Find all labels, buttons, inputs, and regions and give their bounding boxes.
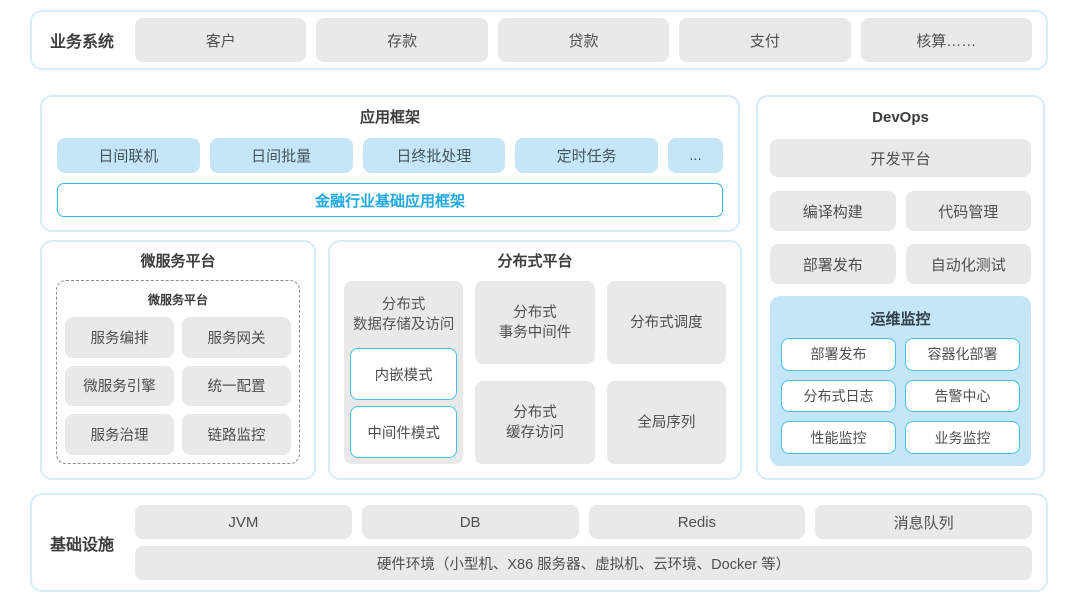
distributed-transaction-middleware: 分布式 事务中间件 <box>475 281 595 364</box>
monitor-performance: 性能监控 <box>781 421 896 454</box>
app-framework-modules: 日间联机 日间批量 日终批处理 定时任务 ... <box>57 138 723 173</box>
ops-monitoring-grid: 部署发布 容器化部署 分布式日志 告警中心 性能监控 业务监控 <box>781 338 1020 454</box>
devops-dev-platform: 开发平台 <box>770 139 1031 177</box>
monitor-deploy-release: 部署发布 <box>781 338 896 371</box>
monitor-business: 业务监控 <box>905 421 1020 454</box>
distributed-storage-label: 分布式 数据存储及访问 <box>352 296 455 333</box>
devops-tools-grid: 编译构建 代码管理 部署发布 自动化测试 <box>770 191 1031 284</box>
infra-item-redis: Redis <box>588 505 806 539</box>
microservice-platform-card: 微服务平台 微服务平台 服务编排 服务网关 微服务引擎 统一配置 服务治理 链路… <box>40 240 316 480</box>
ms-item-orchestration: 服务编排 <box>65 317 174 358</box>
business-item-accounting: 核算…… <box>860 18 1032 62</box>
distributed-scheduling: 分布式调度 <box>606 281 726 364</box>
module-ellipsis: ... <box>668 138 723 173</box>
infrastructure-row: JVM DB Redis 消息队列 <box>135 505 1033 539</box>
module-scheduled-tasks: 定时任务 <box>515 138 658 173</box>
business-systems-card: 业务系统 客户 存款 贷款 支付 核算…… <box>30 10 1048 70</box>
infra-item-message-queue: 消息队列 <box>815 505 1033 539</box>
module-daytime-online: 日间联机 <box>57 138 200 173</box>
storage-mode-middleware: 中间件模式 <box>350 406 458 458</box>
ms-item-governance: 服务治理 <box>65 414 174 455</box>
infra-item-jvm: JVM <box>135 505 352 539</box>
ms-item-gateway: 服务网关 <box>182 317 291 358</box>
devops-code-management: 代码管理 <box>905 191 1031 231</box>
app-framework-title: 应用框架 <box>359 109 420 126</box>
monitor-distributed-logs: 分布式日志 <box>781 379 896 413</box>
distributed-col-right: 分布式调度 全局序列 <box>606 281 726 464</box>
devops-automated-testing: 自动化测试 <box>905 244 1031 284</box>
distributed-platform-title: 分布式平台 <box>497 253 573 270</box>
infrastructure-label: 基础设施 <box>50 536 115 554</box>
infrastructure-content: JVM DB Redis 消息队列 硬件环境（小型机、X86 服务器、虚拟机、云… <box>135 505 1033 580</box>
monitor-container-deploy: 容器化部署 <box>905 338 1020 371</box>
business-item-payment: 支付 <box>679 18 851 62</box>
business-item-customer: 客户 <box>135 18 307 62</box>
global-sequence: 全局序列 <box>606 381 726 464</box>
infra-item-db: DB <box>361 505 579 539</box>
business-systems-label: 业务系统 <box>50 34 115 51</box>
distributed-grid: 分布式 数据存储及访问 内嵌模式 中间件模式 分布式 事务中间件 分布式 缓存访… <box>344 281 726 464</box>
devops-compile-build: 编译构建 <box>770 191 896 231</box>
distributed-col-middle: 分布式 事务中间件 分布式 缓存访问 <box>475 281 595 464</box>
ops-monitoring-panel: 运维监控 部署发布 容器化部署 分布式日志 告警中心 性能监控 业务监控 <box>770 296 1031 466</box>
devops-card: DevOps 开发平台 编译构建 代码管理 部署发布 自动化测试 运维监控 部署… <box>756 95 1045 480</box>
distributed-cache-access: 分布式 缓存访问 <box>475 381 595 464</box>
module-eod-batch: 日终批处理 <box>362 138 506 173</box>
ops-monitoring-title: 运维监控 <box>870 311 931 328</box>
business-item-loan: 贷款 <box>497 18 670 62</box>
microservice-grid: 服务编排 服务网关 微服务引擎 统一配置 服务治理 链路监控 <box>65 317 291 455</box>
devops-title: DevOps <box>872 109 929 126</box>
app-framework-card: 应用框架 日间联机 日间批量 日终批处理 定时任务 ... 金融行业基础应用框架 <box>40 95 740 232</box>
infra-hardware-environment: 硬件环境（小型机、X86 服务器、虚拟机、云环境、Docker 等） <box>135 546 1032 580</box>
microservice-inner-group: 微服务平台 服务编排 服务网关 微服务引擎 统一配置 服务治理 链路监控 <box>56 280 300 464</box>
distributed-platform-card: 分布式平台 分布式 数据存储及访问 内嵌模式 中间件模式 分布式 事务中间件 分… <box>328 240 742 480</box>
ms-item-engine: 微服务引擎 <box>65 365 174 407</box>
business-item-deposit: 存款 <box>316 18 488 62</box>
monitor-alert-center: 告警中心 <box>905 379 1020 413</box>
infrastructure-card: 基础设施 JVM DB Redis 消息队列 硬件环境（小型机、X86 服务器、… <box>30 493 1048 592</box>
ms-item-unified-config: 统一配置 <box>182 365 291 407</box>
devops-deploy-release: 部署发布 <box>770 244 896 284</box>
business-systems-row: 客户 存款 贷款 支付 核算…… <box>135 18 1032 62</box>
distributed-storage-group: 分布式 数据存储及访问 内嵌模式 中间件模式 <box>344 281 464 464</box>
microservice-inner-title: 微服务平台 <box>147 293 208 307</box>
ms-item-trace-monitor: 链路监控 <box>182 414 291 455</box>
module-daytime-batch: 日间批量 <box>209 138 353 173</box>
storage-mode-embedded: 内嵌模式 <box>350 348 458 400</box>
financial-base-framework: 金融行业基础应用框架 <box>57 183 723 217</box>
microservice-platform-title: 微服务平台 <box>140 253 216 270</box>
